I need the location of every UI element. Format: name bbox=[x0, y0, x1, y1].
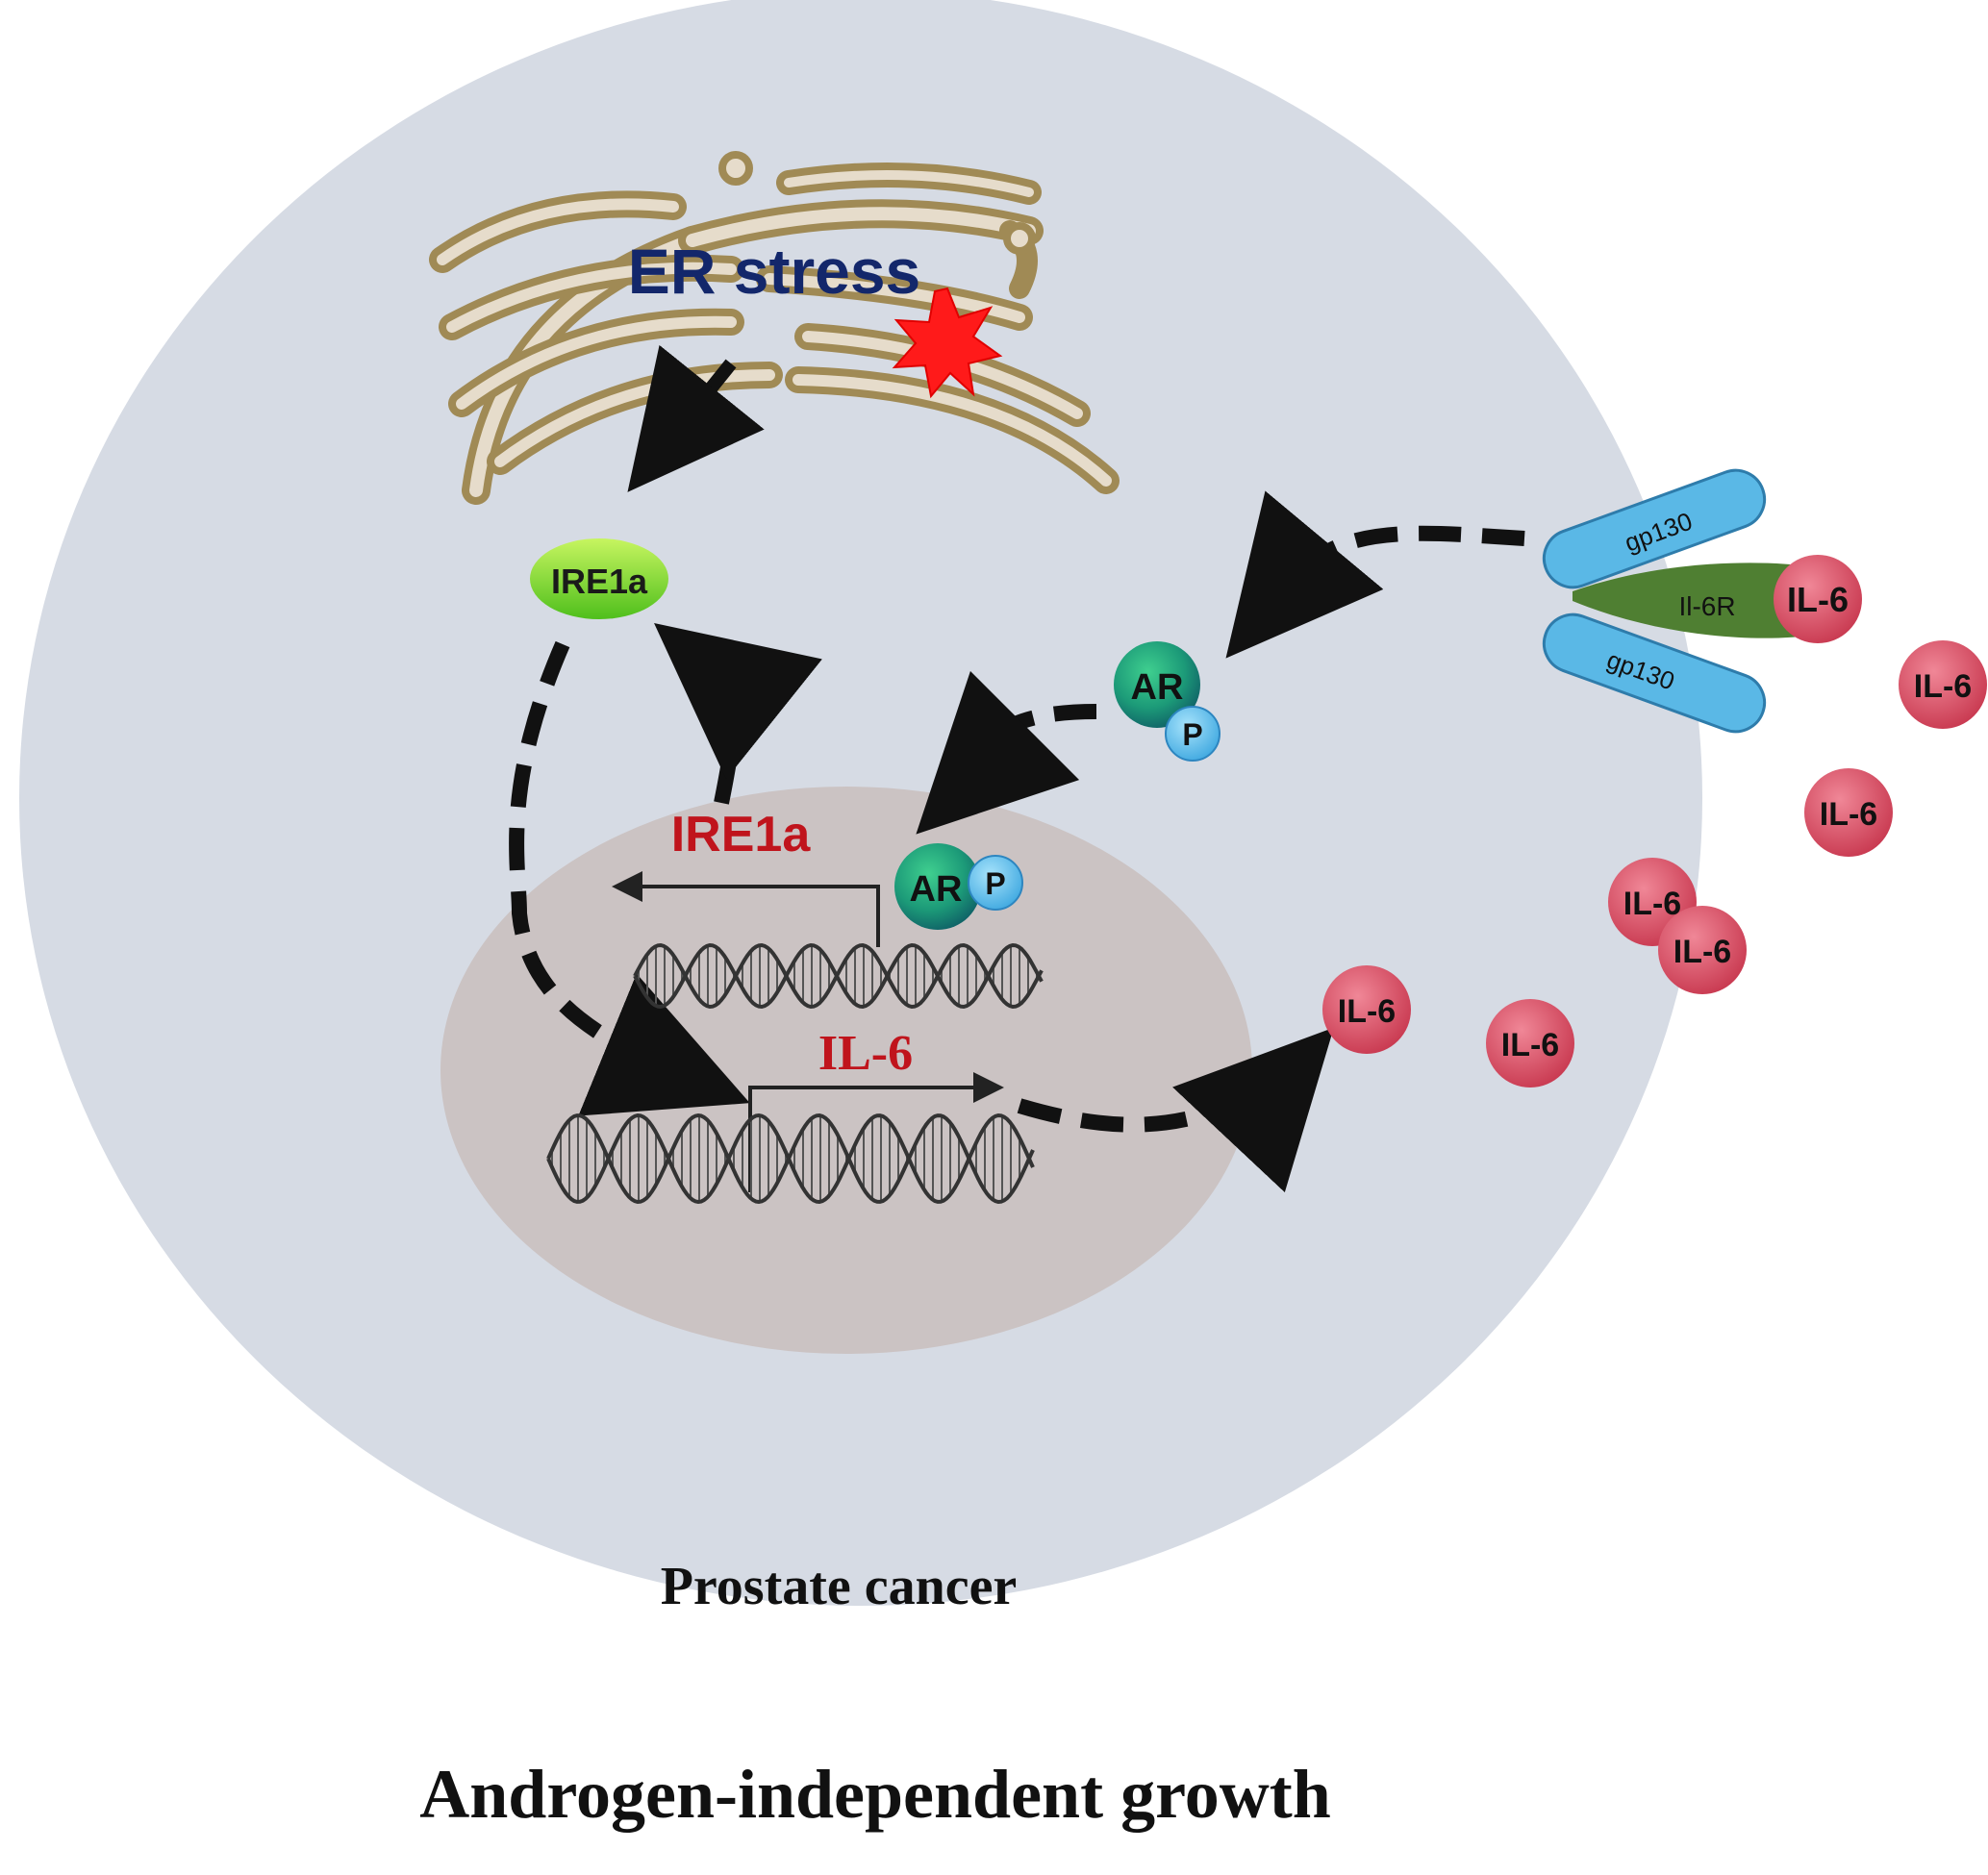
il6-gene-label: IL-6 bbox=[818, 1026, 913, 1081]
dna-strand bbox=[546, 1112, 1035, 1205]
arrow-receptor-to-ar bbox=[1225, 490, 1525, 659]
il6-particle-label: IL-6 bbox=[1501, 1027, 1559, 1063]
dna-upper bbox=[633, 942, 1044, 1010]
dna-strand bbox=[546, 1112, 1035, 1205]
er-stress-label: ER stress bbox=[628, 236, 921, 307]
ire1a-gene-label: IRE1a bbox=[671, 807, 812, 862]
dna-lower bbox=[546, 1112, 1035, 1205]
il6-particle-label: IL-6 bbox=[1820, 796, 1877, 833]
ire1a-protein-label: IRE1a bbox=[551, 562, 648, 601]
il6-particles: IL-6 IL-6 IL-6 IL-6 IL-6 IL-6 bbox=[1322, 640, 1987, 1088]
dna-strand bbox=[633, 942, 1044, 1010]
il6r-label: Il-6R bbox=[1678, 591, 1735, 621]
nucleus bbox=[440, 787, 1252, 1354]
cell-label: Prostate cancer bbox=[661, 1557, 1018, 1616]
figure-caption: Androgen-independent growth bbox=[419, 1756, 1331, 1833]
pathway-arrows bbox=[509, 344, 1525, 1193]
phospho-nucleus bbox=[968, 855, 1023, 911]
ar-cytoplasm bbox=[1114, 641, 1200, 728]
il6-particle bbox=[1804, 768, 1893, 857]
ar-nucleus bbox=[894, 843, 981, 930]
il6r bbox=[1573, 562, 1818, 638]
il6-particle bbox=[1486, 999, 1574, 1088]
il6-particle bbox=[1658, 906, 1747, 994]
dna-strand bbox=[633, 942, 1044, 1010]
stress-burst-icon bbox=[892, 287, 1003, 399]
il6-particle-label: IL-6 bbox=[1623, 886, 1681, 922]
arrow-il6-gene-to-secreted bbox=[1017, 1027, 1334, 1193]
arrow-ar-to-nucleus bbox=[916, 670, 1097, 835]
phospho-cytoplasm-label: P bbox=[1182, 717, 1202, 752]
il6-particle-label: IL-6 bbox=[1338, 993, 1396, 1030]
ar-nucleus-label: AR bbox=[910, 869, 963, 910]
il6-particle-label: IL-6 bbox=[1914, 668, 1972, 705]
ire1a-promoter-arrow bbox=[612, 871, 880, 947]
il6-bound bbox=[1774, 555, 1862, 643]
ar-cytoplasm-label: AR bbox=[1131, 667, 1184, 708]
arrow-gene-to-ire1a bbox=[654, 623, 822, 805]
phospho-cytoplasm bbox=[1165, 706, 1220, 762]
gp130-top bbox=[1542, 468, 1767, 589]
arrow-ire1a-to-il6-gene bbox=[509, 640, 750, 1116]
arrow-er-to-ire1a bbox=[627, 344, 765, 492]
il6-particle-label: IL-6 bbox=[1673, 934, 1731, 970]
il6-receptor-complex: gp130 gp130 Il-6R IL-6 bbox=[1542, 468, 1862, 734]
phospho-nucleus-label: P bbox=[985, 866, 1005, 901]
il6-particle bbox=[1322, 965, 1411, 1054]
ire1a-protein bbox=[530, 538, 668, 619]
il6-particle bbox=[1899, 640, 1987, 729]
il6-bound-label: IL-6 bbox=[1787, 580, 1849, 619]
endoplasmic-reticulum bbox=[429, 151, 1120, 505]
gp130-bottom bbox=[1542, 612, 1767, 734]
